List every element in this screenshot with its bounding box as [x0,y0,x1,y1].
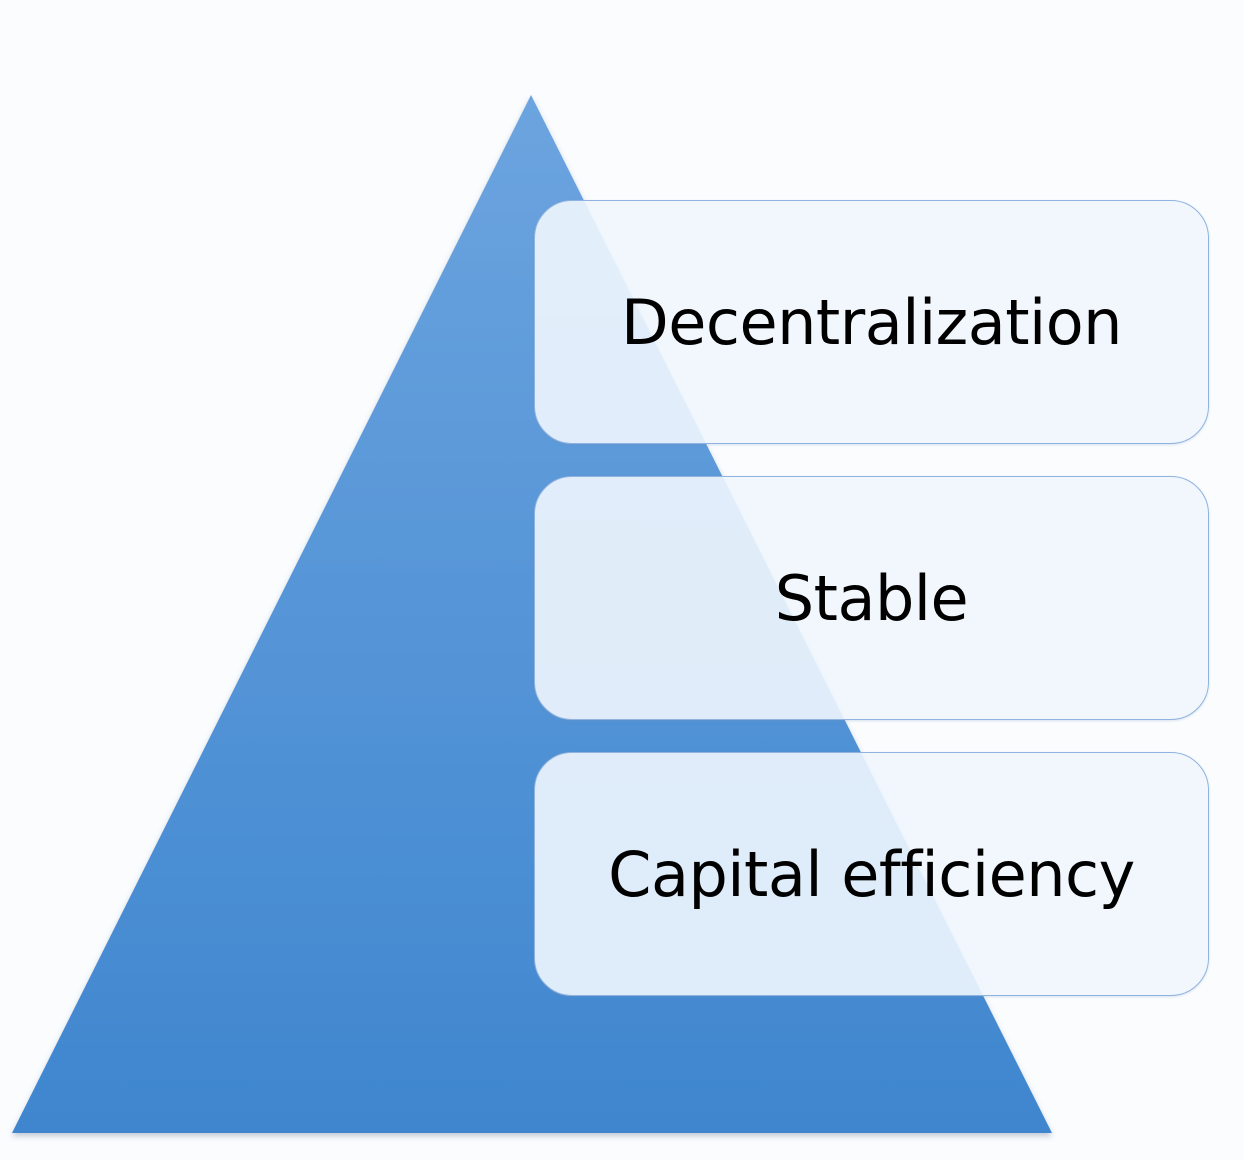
level-label: Decentralization [621,285,1122,359]
level-label: Stable [774,561,969,635]
level-box-stable: Stable [534,476,1209,720]
level-label: Capital efficiency [608,837,1135,911]
level-box-capital-efficiency: Capital efficiency [534,752,1209,996]
level-box-decentralization: Decentralization [534,200,1209,444]
